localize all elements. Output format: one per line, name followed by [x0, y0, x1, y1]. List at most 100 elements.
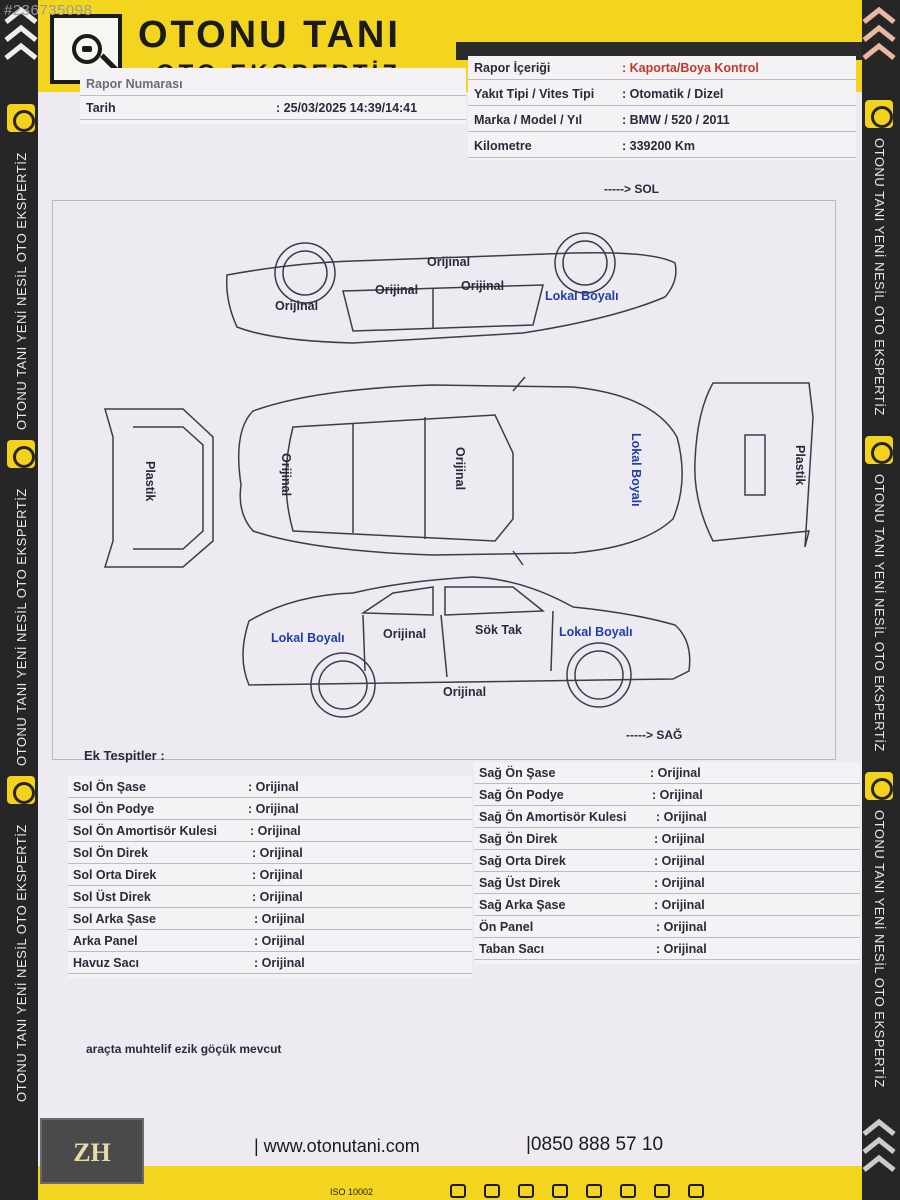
finding-value: : Orijinal	[254, 956, 305, 970]
service-icon	[518, 1184, 534, 1198]
label-top-roof: Orijinal	[427, 255, 471, 269]
finding-value: : Orijinal	[654, 854, 705, 868]
finding-label: Sağ Arka Şase	[479, 898, 566, 912]
finding-value: : Orijinal	[654, 832, 705, 846]
side-text: OTONU TANI YENİ NESİL OTO EKSPERTİZ	[872, 810, 887, 1088]
table-row: Sağ Üst Direk : Orijinal	[474, 872, 860, 894]
finding-label: Sol Ön Amortisör Kulesi	[73, 824, 218, 838]
label-side-door1: Orijinal	[383, 627, 427, 641]
finding-value: : Orijinal	[656, 942, 707, 956]
footer-phone: |0850 888 57 10	[526, 1134, 664, 1155]
service-icon	[484, 1184, 500, 1198]
left-side-banner: OTONU TANI YENİ NESİL OTO EKSPERTİZ OTON…	[0, 0, 42, 1200]
table-row: Taban Sacı : Orijinal	[474, 938, 860, 960]
finding-label: Sağ Üst Direk	[479, 876, 561, 890]
info-label: Yakıt Tipi / Vites Tipi	[474, 87, 595, 101]
chevron-up-icon	[862, 6, 896, 60]
finding-value: : Orijinal	[654, 898, 705, 912]
brand-badge-icon	[865, 100, 893, 128]
finding-label: Havuz Sacı	[73, 956, 140, 970]
brand-badge-icon	[7, 104, 35, 132]
table-row: Sol Arka Şase : Orijinal	[68, 908, 472, 930]
chevron-up-icon	[4, 6, 38, 60]
expertise-report-sheet: OTONU TANI OTO EKSPERTİZ Rapor Numarası …	[38, 0, 862, 1200]
car-outline-drawing	[103, 232, 814, 718]
car-inspection-logo-icon	[50, 14, 122, 84]
header-black-bar	[456, 42, 862, 60]
brand-title: OTONU TANI	[138, 14, 401, 56]
service-icon	[586, 1184, 602, 1198]
side-text: OTONU TANI YENİ NESİL OTO EKSPERTİZ	[872, 474, 887, 752]
finding-label: Sol Arka Şase	[73, 912, 156, 926]
label-rear-bumper: Plastik	[143, 461, 157, 502]
table-row: Sol Ön Şase : Orijinal	[68, 776, 472, 798]
label-top-door1: Orijinal	[375, 283, 419, 297]
side-text: OTONU TANI YENİ NESİL OTO EKSPERTİZ	[14, 488, 29, 766]
finding-label: Arka Panel	[73, 934, 138, 948]
brand-badge-icon	[865, 436, 893, 464]
brand-badge-icon	[7, 776, 35, 804]
info-label: Rapor İçeriği	[474, 61, 551, 75]
finding-label: Sağ Ön Amortisör Kulesi	[479, 810, 627, 824]
info-row: Marka / Model / Yıl : BMW / 520 / 2011	[468, 108, 856, 132]
label-side-door2: Sök Tak	[475, 623, 523, 637]
service-icon	[688, 1184, 704, 1198]
right-side-banner: OTONU TANI YENİ NESİL OTO EKSPERTİZ OTON…	[858, 0, 900, 1200]
info-value: : Otomatik / Dizel	[622, 87, 724, 101]
service-icon	[552, 1184, 568, 1198]
iso-certificate-label: ISO 10002	[330, 1187, 374, 1197]
finding-label: Ön Panel	[479, 920, 534, 934]
direction-right-label: -----> SAĞ	[626, 728, 683, 742]
table-row: Ön Panel : Orijinal	[474, 916, 860, 938]
finding-value: : Orijinal	[254, 912, 305, 926]
label-side-rear: Lokal Boyalı	[271, 631, 345, 645]
footer-website: | www.otonutani.com	[254, 1136, 420, 1156]
finding-label: Sol Ön Şase	[73, 780, 146, 794]
finding-value: : Orijinal	[656, 920, 707, 934]
side-text: OTONU TANI YENİ NESİL OTO EKSPERTİZ	[14, 824, 29, 1102]
info-row: Rapor İçeriği : Kaporta/Boya Kontrol	[468, 56, 856, 80]
label-front-bumper: Plastik	[793, 445, 807, 486]
table-row: Sağ Ön Direk: Orijinal	[474, 828, 860, 850]
info-label: Tarih	[86, 101, 116, 115]
finding-value: : Orijinal	[252, 846, 303, 860]
direction-left-label: -----> SOL	[604, 182, 659, 196]
finding-value: : Orijinal	[254, 934, 305, 948]
finding-label: Sağ Ön Şase	[479, 766, 556, 780]
finding-label: Sol Ön Podye	[73, 802, 155, 816]
finding-label: Taban Sacı	[479, 942, 545, 956]
label-front-right: Lokal Boyalı	[629, 433, 643, 507]
chevron-up-icon	[862, 1118, 896, 1172]
info-row: Tarih : 25/03/2025 14:39/14:41	[80, 96, 466, 120]
info-row: Rapor Numarası	[80, 72, 466, 96]
finding-label: Sağ Ön Podye	[479, 788, 564, 802]
label-hood-left: Orijinal	[279, 453, 293, 497]
service-icon	[654, 1184, 670, 1198]
finding-value: : Orijinal	[248, 780, 299, 794]
info-label: Kilometre	[474, 139, 532, 153]
info-value: : 25/03/2025 14:39/14:41	[276, 101, 418, 115]
info-value: : BMW / 520 / 2011	[622, 113, 730, 127]
finding-value: : Orijinal	[656, 810, 707, 824]
brand-badge-icon	[865, 772, 893, 800]
service-icon	[450, 1184, 466, 1198]
label-roof-mid: Orijinal	[453, 447, 467, 491]
inspection-note: araçta muhtelif ezik göçük mevcut	[86, 1042, 282, 1056]
finding-value: : Orijinal	[252, 868, 303, 882]
table-row: Sağ Ön Podye : Orijinal	[474, 784, 860, 806]
extra-findings-label: Ek Tespitler :	[84, 748, 165, 763]
finding-value: : Orijinal	[250, 824, 301, 838]
brand-badge-icon	[7, 440, 35, 468]
label-top-door2: Orijinal	[461, 279, 505, 293]
finding-value: : Orijinal	[248, 802, 299, 816]
table-row: Sağ Orta Direk: Orijinal	[474, 850, 860, 872]
car-body-diagram: Orijinal Orijinal Orijinal Orijinal Loka…	[52, 200, 836, 760]
table-row: Havuz Sacı : Orijinal	[68, 952, 472, 974]
label-top-rear: Orijinal	[275, 299, 319, 313]
table-row: Sol Ön Direk: Orijinal	[68, 842, 472, 864]
report-info-right: Rapor İçeriği : Kaporta/Boya Kontrol Yak…	[468, 56, 856, 160]
table-row: Sağ Ön Şase: Orijinal	[474, 762, 860, 784]
finding-value: : Orijinal	[654, 876, 705, 890]
table-row: Sol Ön Amortisör Kulesi : Orijinal	[68, 820, 472, 842]
finding-value: : Orijinal	[652, 788, 703, 802]
